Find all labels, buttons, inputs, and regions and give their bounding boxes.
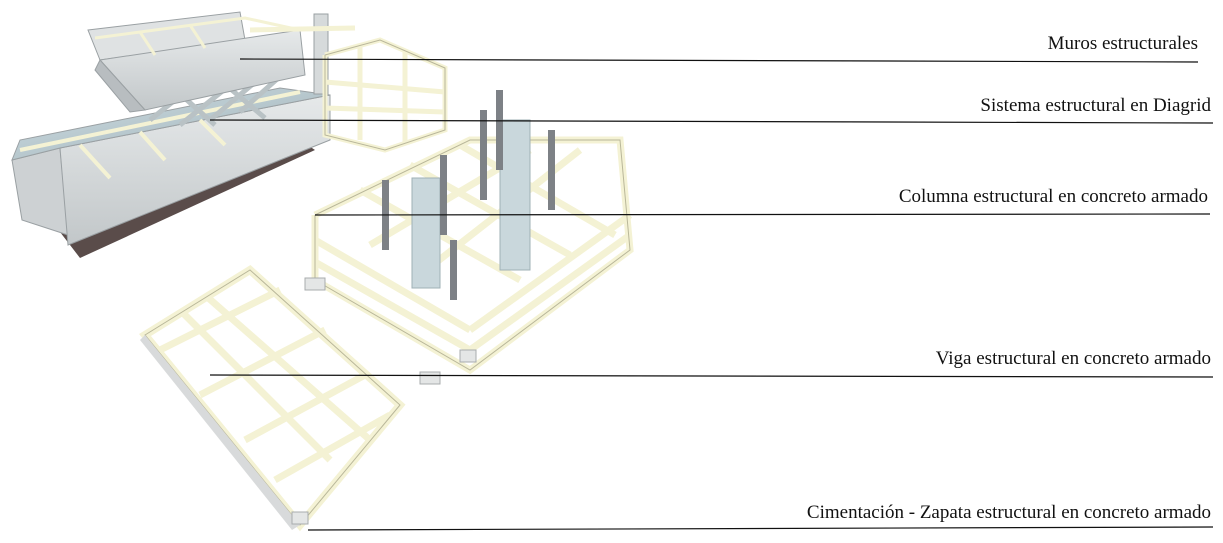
label-walls: Muros estructurales: [1047, 33, 1198, 54]
wall-end: [11, 147, 69, 236]
core-column-2: [499, 119, 531, 271]
leader-diagrid: [209, 119, 1214, 124]
leader-foundation: [307, 526, 1214, 531]
leader-walls: [239, 58, 1199, 63]
label-column: Columna estructural en concreto armado: [898, 186, 1208, 207]
label-foundation: Cimentación - Zapata estructural en conc…: [806, 502, 1211, 523]
core-column-1: [411, 177, 441, 289]
label-diagrid: Sistema estructural en Diagrid: [980, 95, 1211, 116]
leader-beam: [209, 374, 1214, 378]
structural-walls-block: [11, 11, 331, 258]
footing: [291, 511, 309, 525]
foundation-edge: [140, 335, 300, 530]
label-beam: Viga estructural en concreto armado: [935, 348, 1211, 369]
beam-grid: [311, 136, 634, 375]
column-frame-block: [304, 90, 634, 385]
leader-column: [314, 213, 1211, 216]
leader-lines: [209, 58, 1214, 531]
upper-frame: [94, 16, 301, 56]
foundation-frame-block: [139, 265, 406, 532]
upper-box-side: [94, 59, 147, 113]
foundation-beams: [158, 286, 392, 484]
